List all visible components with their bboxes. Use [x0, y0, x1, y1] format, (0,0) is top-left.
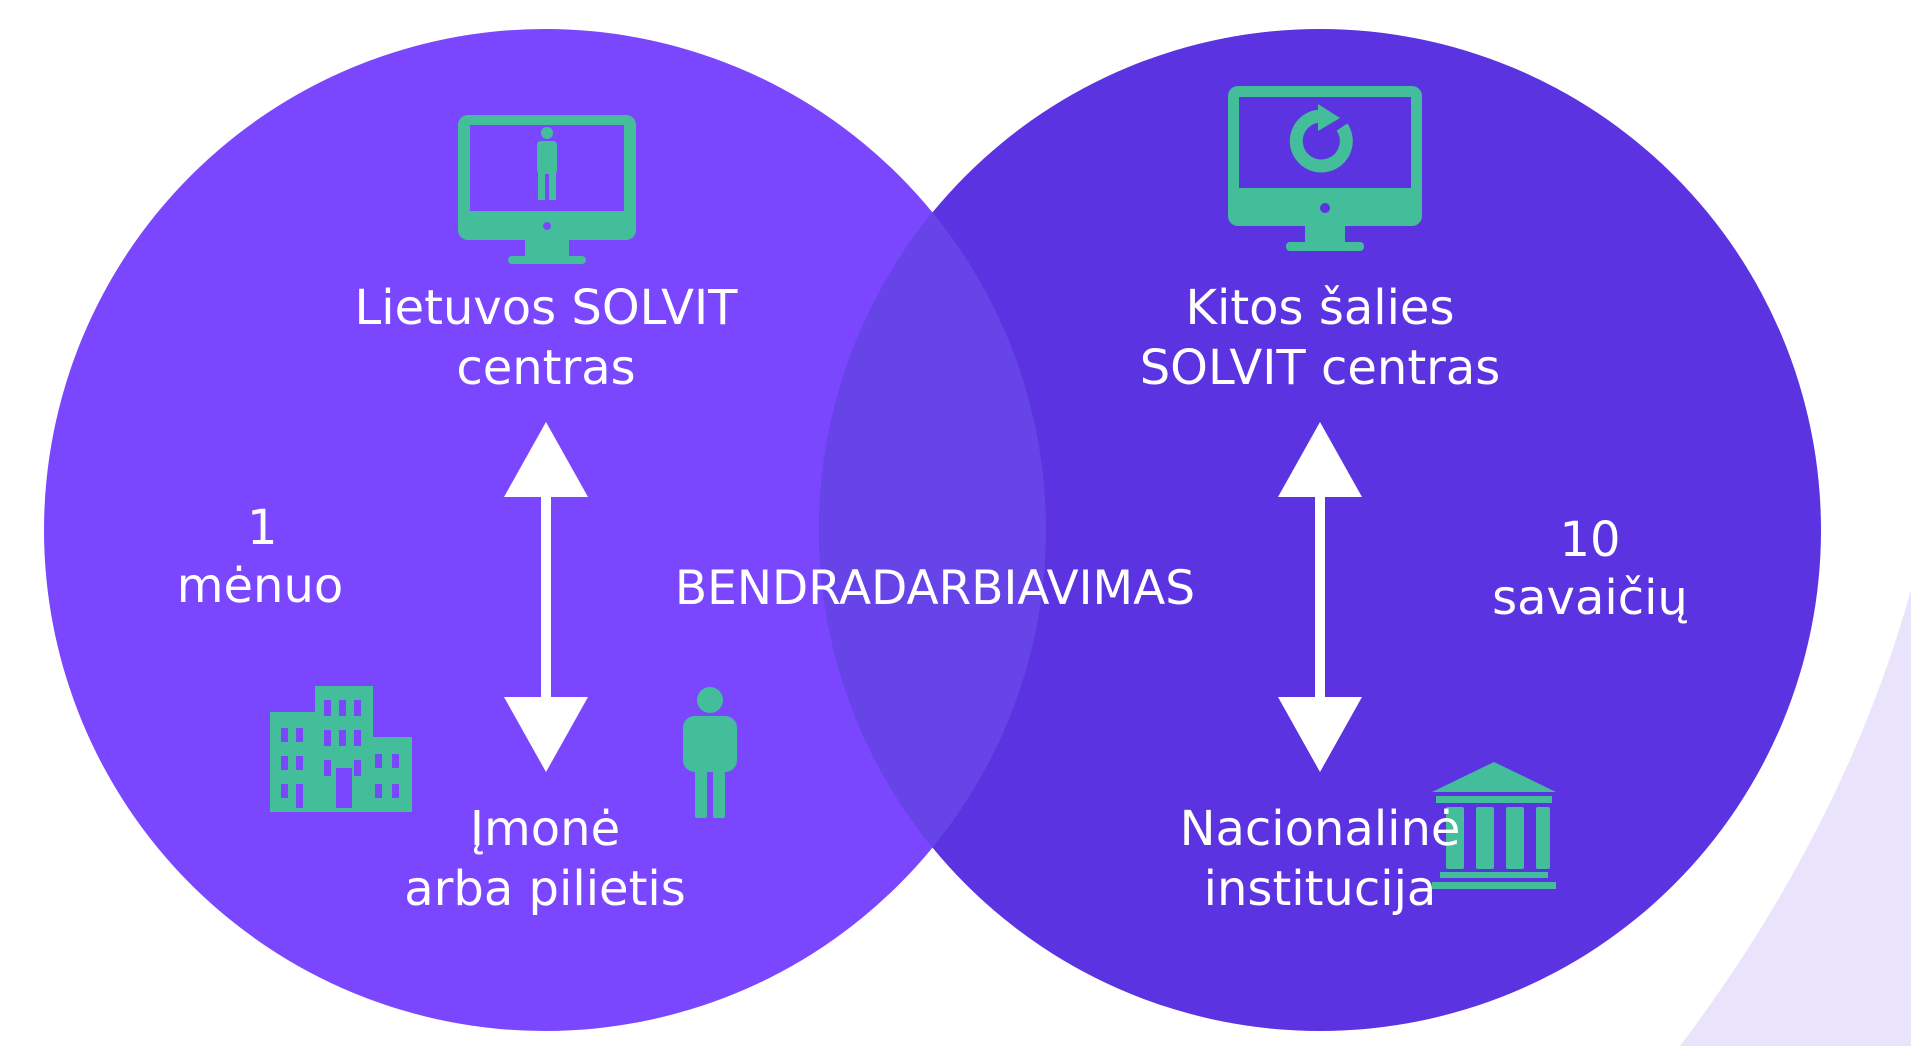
left-title-line1: Lietuvos SOLVIT: [354, 280, 738, 336]
right-title-line1: Kitos šalies: [1185, 280, 1455, 336]
right-bottom-label: Nacionalinė institucija: [1130, 800, 1510, 919]
left-double-arrow-icon: [504, 422, 588, 772]
left-bottom-line1: Įmonė: [469, 801, 621, 857]
right-duration-value: 10: [1559, 512, 1621, 568]
right-bottom-line1: Nacionalinė: [1179, 801, 1461, 857]
left-title-line2: centras: [456, 339, 636, 396]
office-building-icon: [270, 686, 412, 812]
monitor-refresh-icon: [1228, 86, 1422, 251]
person-icon: [683, 687, 737, 818]
left-duration-unit: mėnuo: [176, 557, 344, 614]
left-duration: 1 mėnuo: [155, 500, 365, 615]
right-double-arrow-icon: [1278, 422, 1362, 772]
right-bottom-line2: institucija: [1203, 860, 1437, 917]
government-building-icon: [1432, 762, 1556, 889]
left-bottom-line2: arba pilietis: [404, 860, 686, 917]
left-duration-value: 1: [247, 500, 278, 556]
decorative-swoosh: [1680, 590, 1911, 1046]
right-title-line2: SOLVIT centras: [1139, 339, 1501, 396]
left-title: Lietuvos SOLVIT centras: [331, 279, 761, 398]
right-duration-unit: savaičių: [1492, 569, 1688, 626]
center-label-text: BENDRADARBIAVIMAS: [674, 561, 1196, 616]
left-bottom-label: Įmonė arba pilietis: [340, 800, 750, 919]
right-duration: 10 savaičių: [1470, 512, 1710, 627]
monitor-person-icon: [458, 115, 636, 264]
right-title: Kitos šalies SOLVIT centras: [1100, 279, 1540, 398]
center-label: BENDRADARBIAVIMAS: [620, 560, 1250, 618]
